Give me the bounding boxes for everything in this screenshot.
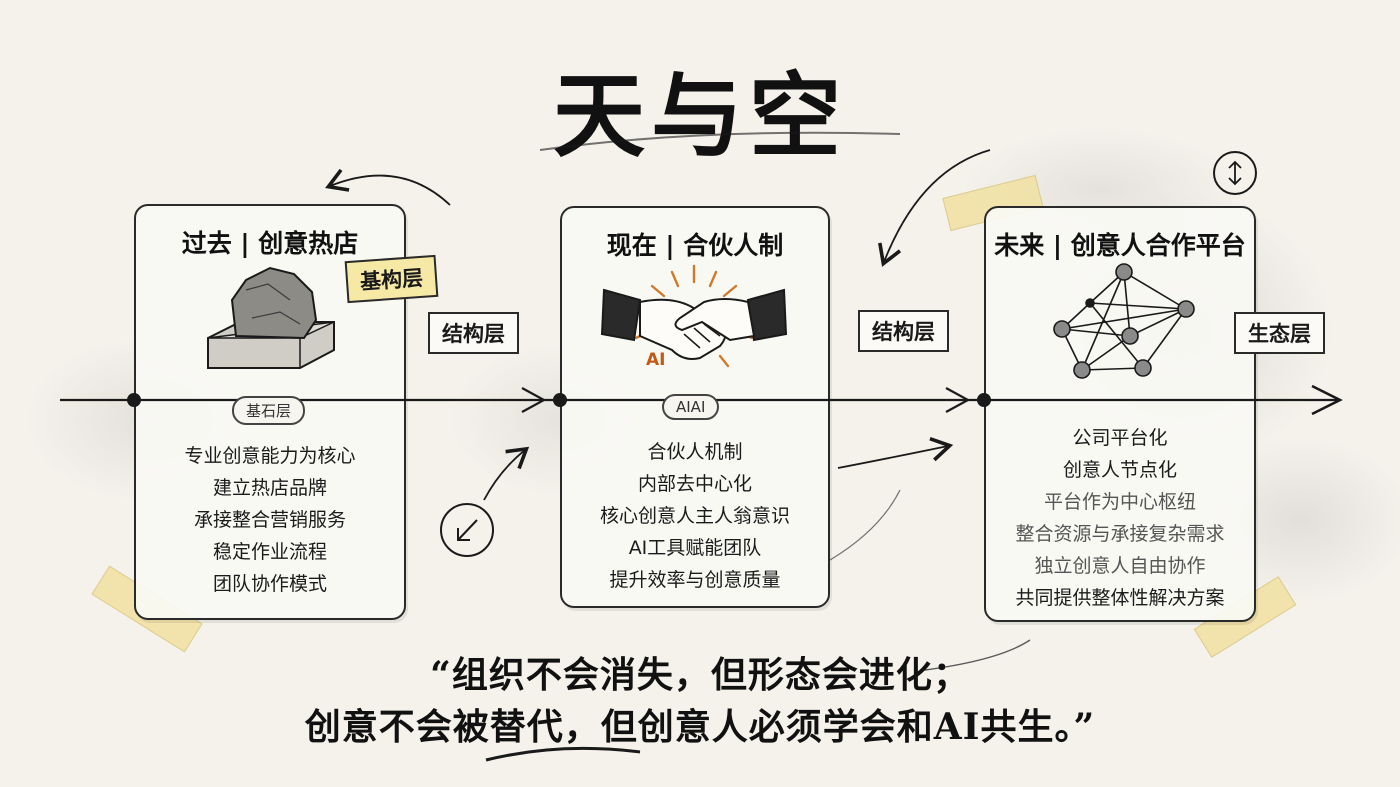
up-down-icon [1213, 151, 1257, 195]
list-item: 平台作为中心枢纽 [1043, 491, 1196, 513]
connector-label-end: 生态层 [1234, 312, 1325, 354]
quote-underline [485, 746, 641, 762]
list-item: 稳定作业流程 [212, 541, 327, 563]
list-item: 提升效率与创意质量 [609, 569, 781, 591]
pill-ai: AIAI [662, 394, 720, 420]
list-item: 建立热店品牌 [212, 477, 327, 499]
arrow-to-present [521, 387, 547, 413]
curved-arrow-bottom-right [837, 437, 954, 469]
stage-title-present: 现在 | 合伙人制 [606, 231, 784, 260]
stage-card-future: 未来 | 创意人合作平台 公司平台化 创意人节点化 平台作为中心枢纽 整合资源与… [984, 206, 1256, 622]
curved-arrow-bottom-left [483, 446, 530, 501]
title-flourish [539, 131, 901, 151]
handshake-icon [600, 264, 788, 368]
arrow-to-future [945, 387, 971, 413]
list-item: 团队协作模式 [212, 573, 327, 595]
timeline-arrowhead [1311, 384, 1343, 416]
network-nodes [1053, 263, 1195, 379]
curved-arrow-top-right [878, 149, 991, 267]
main-title: 天与空 [552, 62, 847, 170]
stage-bullets-present: 合伙人机制 内部去中心化 核心创意人主人翁意识 AI工具赋能团队 提升效率与创意… [562, 436, 828, 596]
list-item: 整合资源与承接复杂需求 [1015, 523, 1225, 545]
list-item: 核心创意人主人翁意识 [599, 505, 790, 527]
list-item: 共同提供整体性解决方案 [1015, 587, 1225, 609]
connector-label-right: 结构层 [858, 310, 949, 352]
curved-arrow-top-left [325, 168, 451, 206]
rock-pedestal-icon [207, 266, 335, 369]
timeline-node-future [977, 393, 991, 407]
pill-foundation-layer: 基石层 [232, 396, 306, 425]
list-item: 公司平台化 [1072, 427, 1168, 449]
tag-base-layer: 基构层 [344, 254, 439, 304]
stage-title-past: 过去 | 创意热店 [181, 229, 359, 258]
list-item: 独立创意人自由协作 [1034, 555, 1206, 577]
sketch-line [924, 639, 1031, 671]
quote-line-2: 创意不会被替代，但创意人必须学会和AI共生。” [304, 706, 1096, 748]
timeline-node-present [553, 393, 567, 407]
stage-bullets-past: 专业创意能力为核心 建立热店品牌 承接整合营销服务 稳定作业流程 团队协作模式 [136, 440, 404, 600]
network-icon [1061, 271, 1187, 371]
list-item: 内部去中心化 [637, 473, 752, 495]
list-item: 创意人节点化 [1062, 459, 1177, 481]
connector-label-left: 结构层 [428, 312, 519, 354]
stage-title-future: 未来 | 创意人合作平台 [994, 231, 1246, 260]
sketch-line [829, 489, 901, 561]
list-item: 承接整合营销服务 [193, 509, 346, 531]
list-item: AI工具赋能团队 [628, 537, 762, 559]
ai-label: AI [646, 350, 666, 370]
timeline-node-past [127, 393, 141, 407]
quote-line-1: “组织不会消失，但形态会进化； [430, 654, 970, 696]
stage-bullets-future: 公司平台化 创意人节点化 平台作为中心枢纽 整合资源与承接复杂需求 独立创意人自… [986, 422, 1254, 614]
circle-arrow-icon [440, 503, 494, 557]
list-item: 合伙人机制 [647, 441, 743, 463]
list-item: 专业创意能力为核心 [184, 445, 356, 467]
